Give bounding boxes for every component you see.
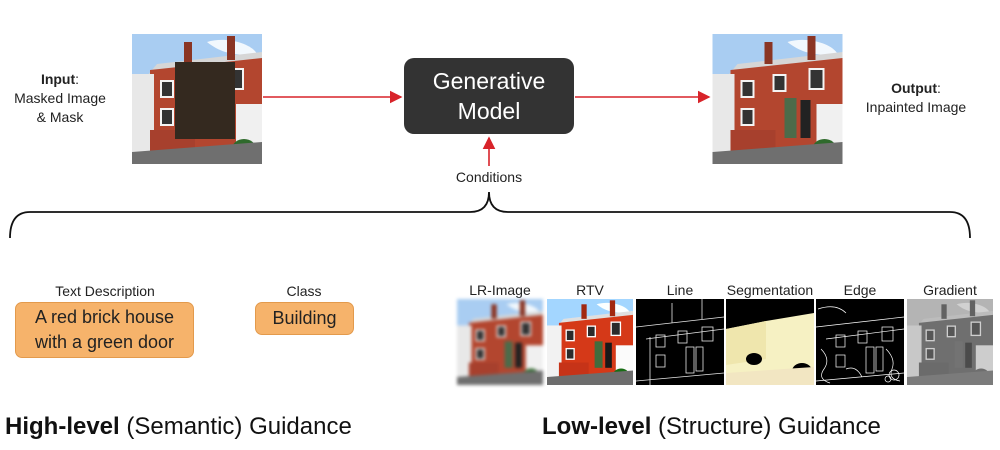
- mask-region: [175, 62, 235, 139]
- text-description-line2: with a green door: [34, 332, 175, 352]
- class-title: Class: [286, 283, 322, 299]
- conditions-label: Conditions: [455, 169, 523, 185]
- high-level-heading-bold: High-level: [5, 413, 120, 440]
- low-level-heading-bold: Low-level: [542, 413, 652, 440]
- thumb-label-edge: Edge: [843, 282, 877, 298]
- model-line1: Generative: [432, 68, 546, 94]
- line-thumb: [636, 299, 724, 385]
- class-pill: Building: [255, 302, 354, 335]
- lr-image-thumb: [456, 299, 544, 385]
- high-level-heading: High-level (Semantic) Guidance: [5, 413, 352, 441]
- low-level-heading-rest: (Structure) Guidance: [651, 413, 881, 440]
- thumb-label-line: Line: [666, 282, 694, 298]
- thumb-label-segmentation: Segmentation: [726, 282, 814, 298]
- curly-brace: [9, 191, 971, 239]
- text-description-line1: A red brick house: [34, 307, 175, 327]
- input-label-line2: Masked Image: [14, 90, 106, 106]
- text-description-title: Text Description: [55, 283, 155, 299]
- high-level-heading-rest: (Semantic) Guidance: [119, 413, 352, 440]
- rtv-thumb: [546, 299, 634, 385]
- input-label-bold: Input: [40, 71, 76, 87]
- output-label-bold: Output: [891, 80, 937, 96]
- thumb-label-rtv: RTV: [576, 282, 604, 298]
- segmentation-thumb: [726, 299, 814, 385]
- output-label: Output: Inpainted Image: [852, 79, 980, 117]
- input-label-line3: & Mask: [36, 109, 84, 125]
- text-description-pill: A red brick house with a green door: [15, 302, 194, 358]
- thumb-label-gradient: Gradient: [923, 282, 977, 298]
- thumb-label-lr-image: LR-Image: [469, 282, 531, 298]
- masked-input-image: [131, 34, 263, 164]
- input-label: Input: Masked Image & Mask: [6, 70, 114, 127]
- generative-model-box: Generative Model: [404, 58, 574, 134]
- output-label-line2: Inpainted Image: [865, 99, 967, 115]
- model-line2: Model: [457, 98, 521, 124]
- gradient-thumb: [906, 299, 994, 385]
- low-level-heading: Low-level (Structure) Guidance: [542, 413, 881, 441]
- edge-thumb: [816, 299, 904, 385]
